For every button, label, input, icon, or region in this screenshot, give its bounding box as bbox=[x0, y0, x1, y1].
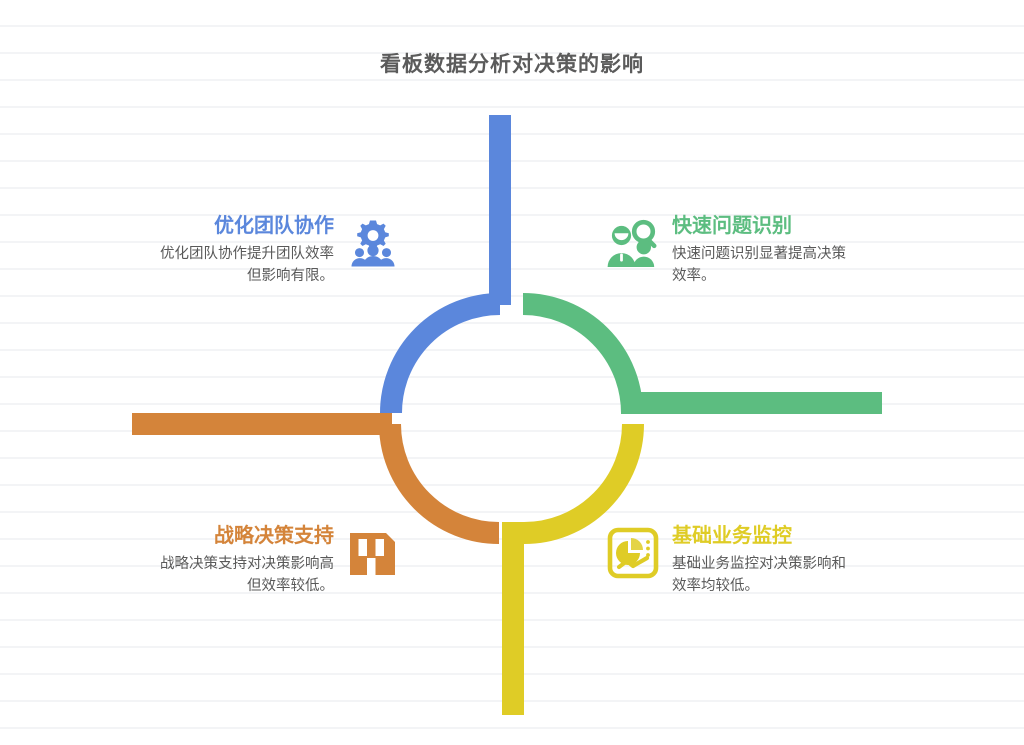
segment-green-fast-issue-id bbox=[522, 293, 882, 414]
segment-orange-strategic-support bbox=[132, 413, 500, 544]
page-title: 看板数据分析对决策的影响 bbox=[380, 53, 644, 76]
quadrant-bottom-right-heading: 基础业务监控 bbox=[672, 525, 792, 547]
quadrant-bottom-left-description: 战略决策支持对决策影响高但效率较低。 bbox=[160, 556, 334, 595]
people-search-icon bbox=[604, 214, 662, 272]
quadrant-top-right-heading: 快速问题识别 bbox=[672, 215, 792, 237]
quadrant-bottom-left-heading: 战略决策支持 bbox=[214, 525, 334, 547]
quadrant-bottom-right: 基础业务监控 基础业务监控对决策影响和效率均较低。 bbox=[604, 524, 854, 598]
quadrant-top-right: 快速问题识别 快速问题识别显著提高决策效率。 bbox=[604, 214, 854, 288]
green-right-arm bbox=[621, 392, 882, 414]
quadrant-top-right-description: 快速问题识别显著提高决策效率。 bbox=[672, 246, 846, 285]
quadrant-top-left: 优化团队协作 优化团队协作提升团队效率但影响有限。 bbox=[152, 214, 402, 288]
gear-people-icon bbox=[344, 214, 402, 272]
quadrant-bottom-right-description: 基础业务监控对决策影响和效率均较低。 bbox=[672, 556, 846, 595]
orange-arc bbox=[379, 423, 500, 544]
orange-left-arm bbox=[132, 413, 392, 435]
yellow-arc bbox=[523, 423, 644, 544]
segment-blue-optimize-team bbox=[380, 115, 511, 414]
quadrant-top-left-description: 优化团队协作提升团队效率但影响有限。 bbox=[160, 246, 334, 285]
bar-building-icon bbox=[344, 524, 402, 582]
segment-yellow-basic-monitoring bbox=[502, 423, 644, 715]
quadrant-bottom-left: 战略决策支持 战略决策支持对决策影响高但效率较低。 bbox=[152, 524, 402, 598]
quadrant-top-left-heading: 优化团队协作 bbox=[214, 215, 334, 237]
green-arc bbox=[522, 293, 643, 414]
yellow-down-arm bbox=[502, 522, 524, 715]
dashboard-chart-icon bbox=[604, 524, 662, 582]
blue-up-arm bbox=[489, 115, 511, 305]
blue-arc bbox=[380, 293, 501, 414]
